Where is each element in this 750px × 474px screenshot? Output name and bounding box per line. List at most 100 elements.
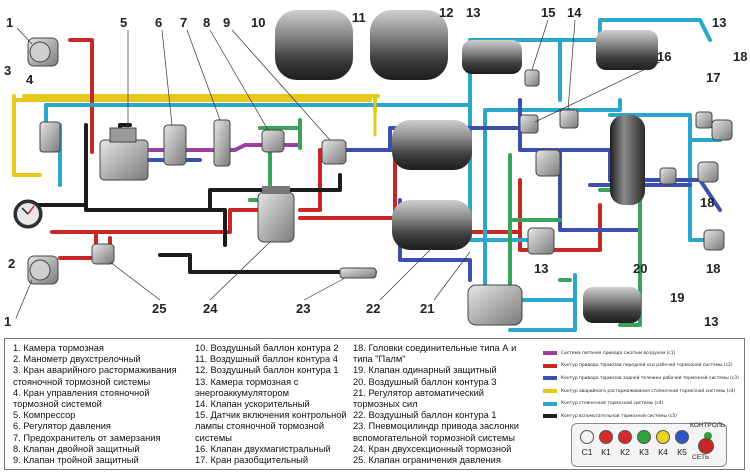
label-24: 24 xyxy=(203,301,218,316)
indicator-lamp-К5 xyxy=(675,430,689,444)
brake-force-regulator xyxy=(527,149,561,255)
legend-line: 11. Воздушный баллон контура 4 xyxy=(195,354,338,365)
legend-line: 23. Пневмоцилиндр привода заслонки xyxy=(353,421,519,432)
double-protective-valve xyxy=(261,129,285,153)
indicator-lamp-К3 xyxy=(637,430,651,444)
label-18-middle: 18 xyxy=(700,195,714,210)
label-10: 10 xyxy=(251,15,265,30)
tank-10 xyxy=(275,10,353,80)
label-12: 12 xyxy=(439,5,453,20)
label-13-top-right: 13 xyxy=(712,15,726,30)
legend-line: тормозных сил xyxy=(353,399,418,410)
circuit-key-row: Контур аварийного растормаживания стояно… xyxy=(543,385,743,398)
label-15: 15 xyxy=(541,5,555,20)
pneumatic-cylinder xyxy=(339,267,377,279)
legend-line: 4. Кран управления стояночной xyxy=(13,387,150,398)
triple-protective-valve xyxy=(321,139,347,165)
accelerating-valve xyxy=(559,109,579,129)
label-17: 17 xyxy=(706,70,720,85)
label-19: 19 xyxy=(670,290,684,305)
legend-line: 1. Камера тормозная xyxy=(13,343,104,353)
circuit-color-swatch xyxy=(543,363,557,368)
legend-line: 22. Воздушный баллон контура 1 xyxy=(353,410,497,421)
network-label: СЕТЬ xyxy=(692,454,710,461)
label-6: 6 xyxy=(155,15,162,30)
pressure-regulator xyxy=(163,124,187,166)
power-button[interactable] xyxy=(698,438,714,454)
parking-control-valve xyxy=(39,121,61,153)
spring-chamber-bottom xyxy=(583,287,641,323)
legend-line: энергоаккумулятором xyxy=(195,387,289,398)
legend-line: 3. Кран аварийного растормаживания xyxy=(13,365,177,376)
label-3: 3 xyxy=(4,63,11,78)
circuit-key-text: Контур привода тормозов передней оси раб… xyxy=(561,363,733,369)
legend-line: стояночной тормозной системы xyxy=(13,376,151,387)
indicator-lamp-label: К1 xyxy=(601,447,611,457)
indicator-lamp-К2 xyxy=(618,430,632,444)
air-tanks xyxy=(275,10,658,323)
callout-labels: 1 1 2 3 4 5 6 7 8 9 10 11 12 13 13 13 13… xyxy=(4,5,747,329)
brake-chamber-top xyxy=(27,37,59,67)
legend-line: 13. Камера тормозная с xyxy=(195,376,299,387)
circuit-color-swatch xyxy=(543,376,557,381)
label-5: 5 xyxy=(120,15,127,30)
circuit-key-text: Контур привода тормозов задней тележки р… xyxy=(561,375,739,381)
indicator-lamp-К4 xyxy=(656,430,670,444)
legend-line: системы xyxy=(195,432,232,443)
label-1-top: 1 xyxy=(6,15,13,30)
legend-line: 7. Предохранитель от замерзания xyxy=(13,432,161,443)
circuit-color-swatch xyxy=(543,351,557,356)
tank-22 xyxy=(392,200,472,250)
circuit-key-row: Контур привода тормозов передней оси раб… xyxy=(543,360,743,373)
lamp-sensor xyxy=(524,69,540,87)
label-4: 4 xyxy=(26,72,34,87)
circuit-key-row: Контур вспомогательной тормозной системы… xyxy=(543,410,743,423)
label-22: 22 xyxy=(366,301,380,316)
label-8: 8 xyxy=(203,15,210,30)
control-indicator-icon xyxy=(704,432,712,440)
label-13-top-left: 13 xyxy=(466,5,480,20)
circuit-key-row: Контур привода тормозов задней тележки р… xyxy=(543,372,743,385)
single-protective-valve xyxy=(659,167,677,185)
legend-line: 19. Клапан одинарный защитный xyxy=(353,365,497,376)
legend-line: 6. Регулятор давления xyxy=(13,421,111,432)
label-11: 11 xyxy=(352,10,366,25)
label-23: 23 xyxy=(296,301,310,316)
pressure-limiting-valve xyxy=(91,243,115,265)
compressor xyxy=(99,127,149,181)
tank-20 xyxy=(610,115,645,205)
label-18-top: 18 xyxy=(733,49,747,64)
legend-line: 10. Воздушный баллон контура 2 xyxy=(195,343,339,353)
leader-lines xyxy=(15,19,661,319)
label-1-bottom: 1 xyxy=(4,314,11,329)
indicator-lamp-label: К2 xyxy=(620,447,630,457)
legend-line: типа "Палм" xyxy=(353,354,406,365)
circuit-key-text: Контур аварийного растормаживания стояно… xyxy=(561,388,736,394)
legend-line: 20. Воздушный баллон контура 3 xyxy=(353,376,497,387)
circuit-color-swatch xyxy=(543,414,557,419)
disconnect-valve xyxy=(695,111,713,129)
legend-line: 21. Регулятор автоматический xyxy=(353,387,484,398)
components xyxy=(13,37,733,326)
legend-line: тормозной системой xyxy=(13,399,102,410)
legend-line: 16. Клапан двухмагистральный xyxy=(195,443,331,454)
legend-line: 8. Клапан двойной защитный xyxy=(13,443,140,454)
legend-line: 14. Клапан ускорительный xyxy=(195,399,310,410)
circuit-color-swatch xyxy=(543,389,557,394)
label-20: 20 xyxy=(633,261,647,276)
legend-line: вспомогательной тормозной системы xyxy=(353,432,515,443)
legend-line: 18. Головки соединительные типа А и xyxy=(353,343,517,353)
indicator-lamp-label: К5 xyxy=(677,447,687,457)
label-14: 14 xyxy=(567,5,582,20)
legend-line: 9. Клапан тройной защитный xyxy=(13,455,139,466)
legend-line: 17. Кран разобщительный xyxy=(195,455,309,466)
label-21: 21 xyxy=(420,301,434,316)
label-7: 7 xyxy=(180,15,187,30)
control-label: КОНТРОЛЬ xyxy=(690,422,726,429)
label-13-bottom: 13 xyxy=(704,314,718,329)
